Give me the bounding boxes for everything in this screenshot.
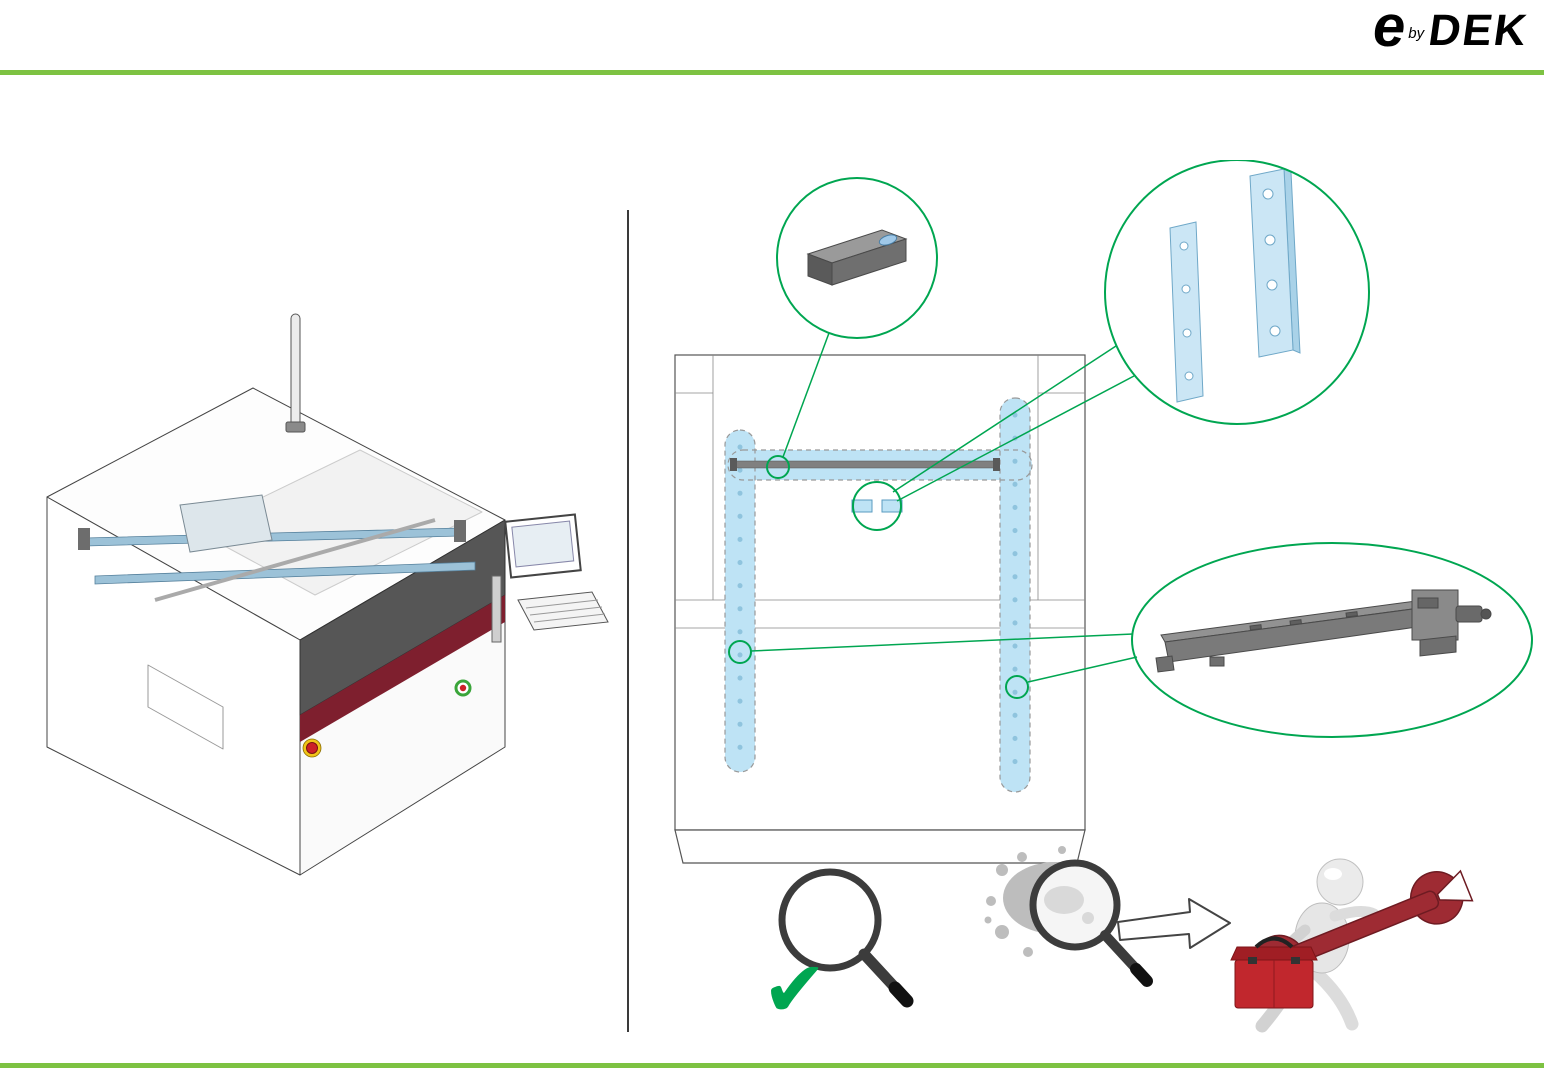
toolbox-icon bbox=[1230, 936, 1318, 1009]
hood-handle bbox=[285, 313, 306, 433]
tooling-blocks-marker bbox=[852, 481, 902, 531]
top-rule bbox=[0, 70, 1544, 75]
inspect-dirty-icon bbox=[984, 846, 1153, 987]
front-panel-recess bbox=[147, 664, 224, 750]
carriage-head bbox=[179, 494, 273, 553]
monitor-pole bbox=[491, 575, 502, 643]
grease-block-part bbox=[806, 229, 908, 286]
left-rail-marker bbox=[728, 640, 752, 664]
emergency-stop-button bbox=[302, 738, 322, 758]
rail-assembly-callout-ellipse bbox=[1131, 542, 1533, 738]
callout-leader-lines bbox=[750, 332, 1138, 683]
printer-illustration bbox=[46, 313, 609, 876]
rail-point-marker bbox=[766, 455, 790, 479]
plates-callout-circle bbox=[1104, 160, 1370, 425]
clean-action-arrow bbox=[1117, 898, 1231, 949]
right-rail-marker bbox=[1005, 675, 1029, 699]
rail-assembly-part bbox=[1155, 589, 1492, 673]
rail-highlight-outlines bbox=[724, 397, 1033, 793]
magnifier-lens bbox=[778, 868, 882, 972]
monitor-screen bbox=[511, 520, 575, 568]
technician-figure bbox=[1230, 858, 1474, 1033]
rail-cleaning-schematic: ✔ bbox=[674, 160, 1533, 1035]
block-callout-circle bbox=[776, 177, 938, 339]
logo-letter-e: e bbox=[1372, 0, 1406, 59]
bottom-rule bbox=[0, 1063, 1544, 1068]
panel-divider bbox=[627, 210, 629, 1032]
check-icon: ✔ bbox=[762, 945, 827, 1035]
logo-dek-text: DEK bbox=[1425, 5, 1532, 55]
operator-monitor bbox=[491, 513, 609, 643]
status-indicator-light bbox=[454, 679, 472, 697]
machine-stripe bbox=[300, 595, 505, 742]
logo-by-text: by bbox=[1408, 25, 1425, 43]
print-carriage-rails bbox=[78, 494, 476, 602]
camera-rail-bar bbox=[730, 458, 1000, 471]
printer-machine bbox=[46, 387, 506, 876]
rail-hole-dots bbox=[737, 412, 1018, 781]
technician-head bbox=[1316, 858, 1364, 906]
dek-logo: e by DEK bbox=[1372, 0, 1532, 59]
callout-annotations bbox=[728, 160, 1533, 738]
inspect-ok-icon: ✔ bbox=[762, 868, 914, 1035]
mounting-plates-part bbox=[1169, 168, 1301, 403]
